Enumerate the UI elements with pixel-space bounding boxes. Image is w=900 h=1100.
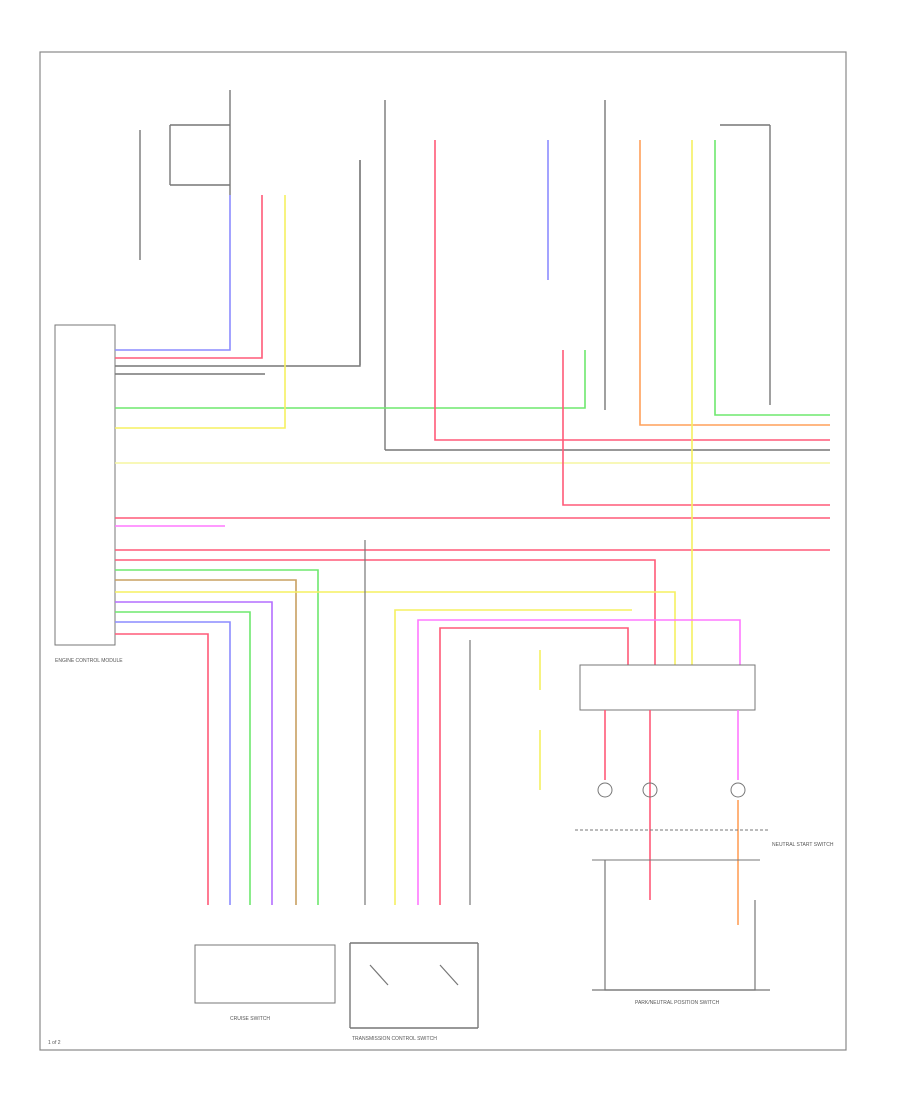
page-label: 1 of 2: [48, 1040, 61, 1046]
transmission-control-switch-label: TRANSMISSION CONTROL SWITCH: [352, 1036, 437, 1042]
cruise-switch: CRUISE SWITCH: [194, 944, 336, 1022]
park-neutral-switch-label: PARK/NEUTRAL POSITION SWITCH: [635, 1000, 720, 1006]
neutral-start-switch-label: NEUTRAL START SWITCH: [772, 842, 834, 848]
ecm-box: [54, 324, 116, 646]
diagram-frame: [39, 51, 847, 1051]
ecm-label: ENGINE CONTROL MODULE: [55, 658, 123, 664]
ecm-wires: [115, 160, 830, 905]
tcs-wires: [364, 540, 741, 905]
right-bus-wires: [385, 140, 830, 665]
park-neutral-area: PARK/NEUTRAL POSITION SWITCH NEUTRAL STA…: [539, 650, 834, 1006]
transmission-control-switch: TRANSMISSION CONTROL SWITCH: [349, 942, 479, 1042]
fuse-feeds: [139, 90, 771, 450]
cruise-switch-label: CRUISE SWITCH: [230, 1016, 270, 1022]
